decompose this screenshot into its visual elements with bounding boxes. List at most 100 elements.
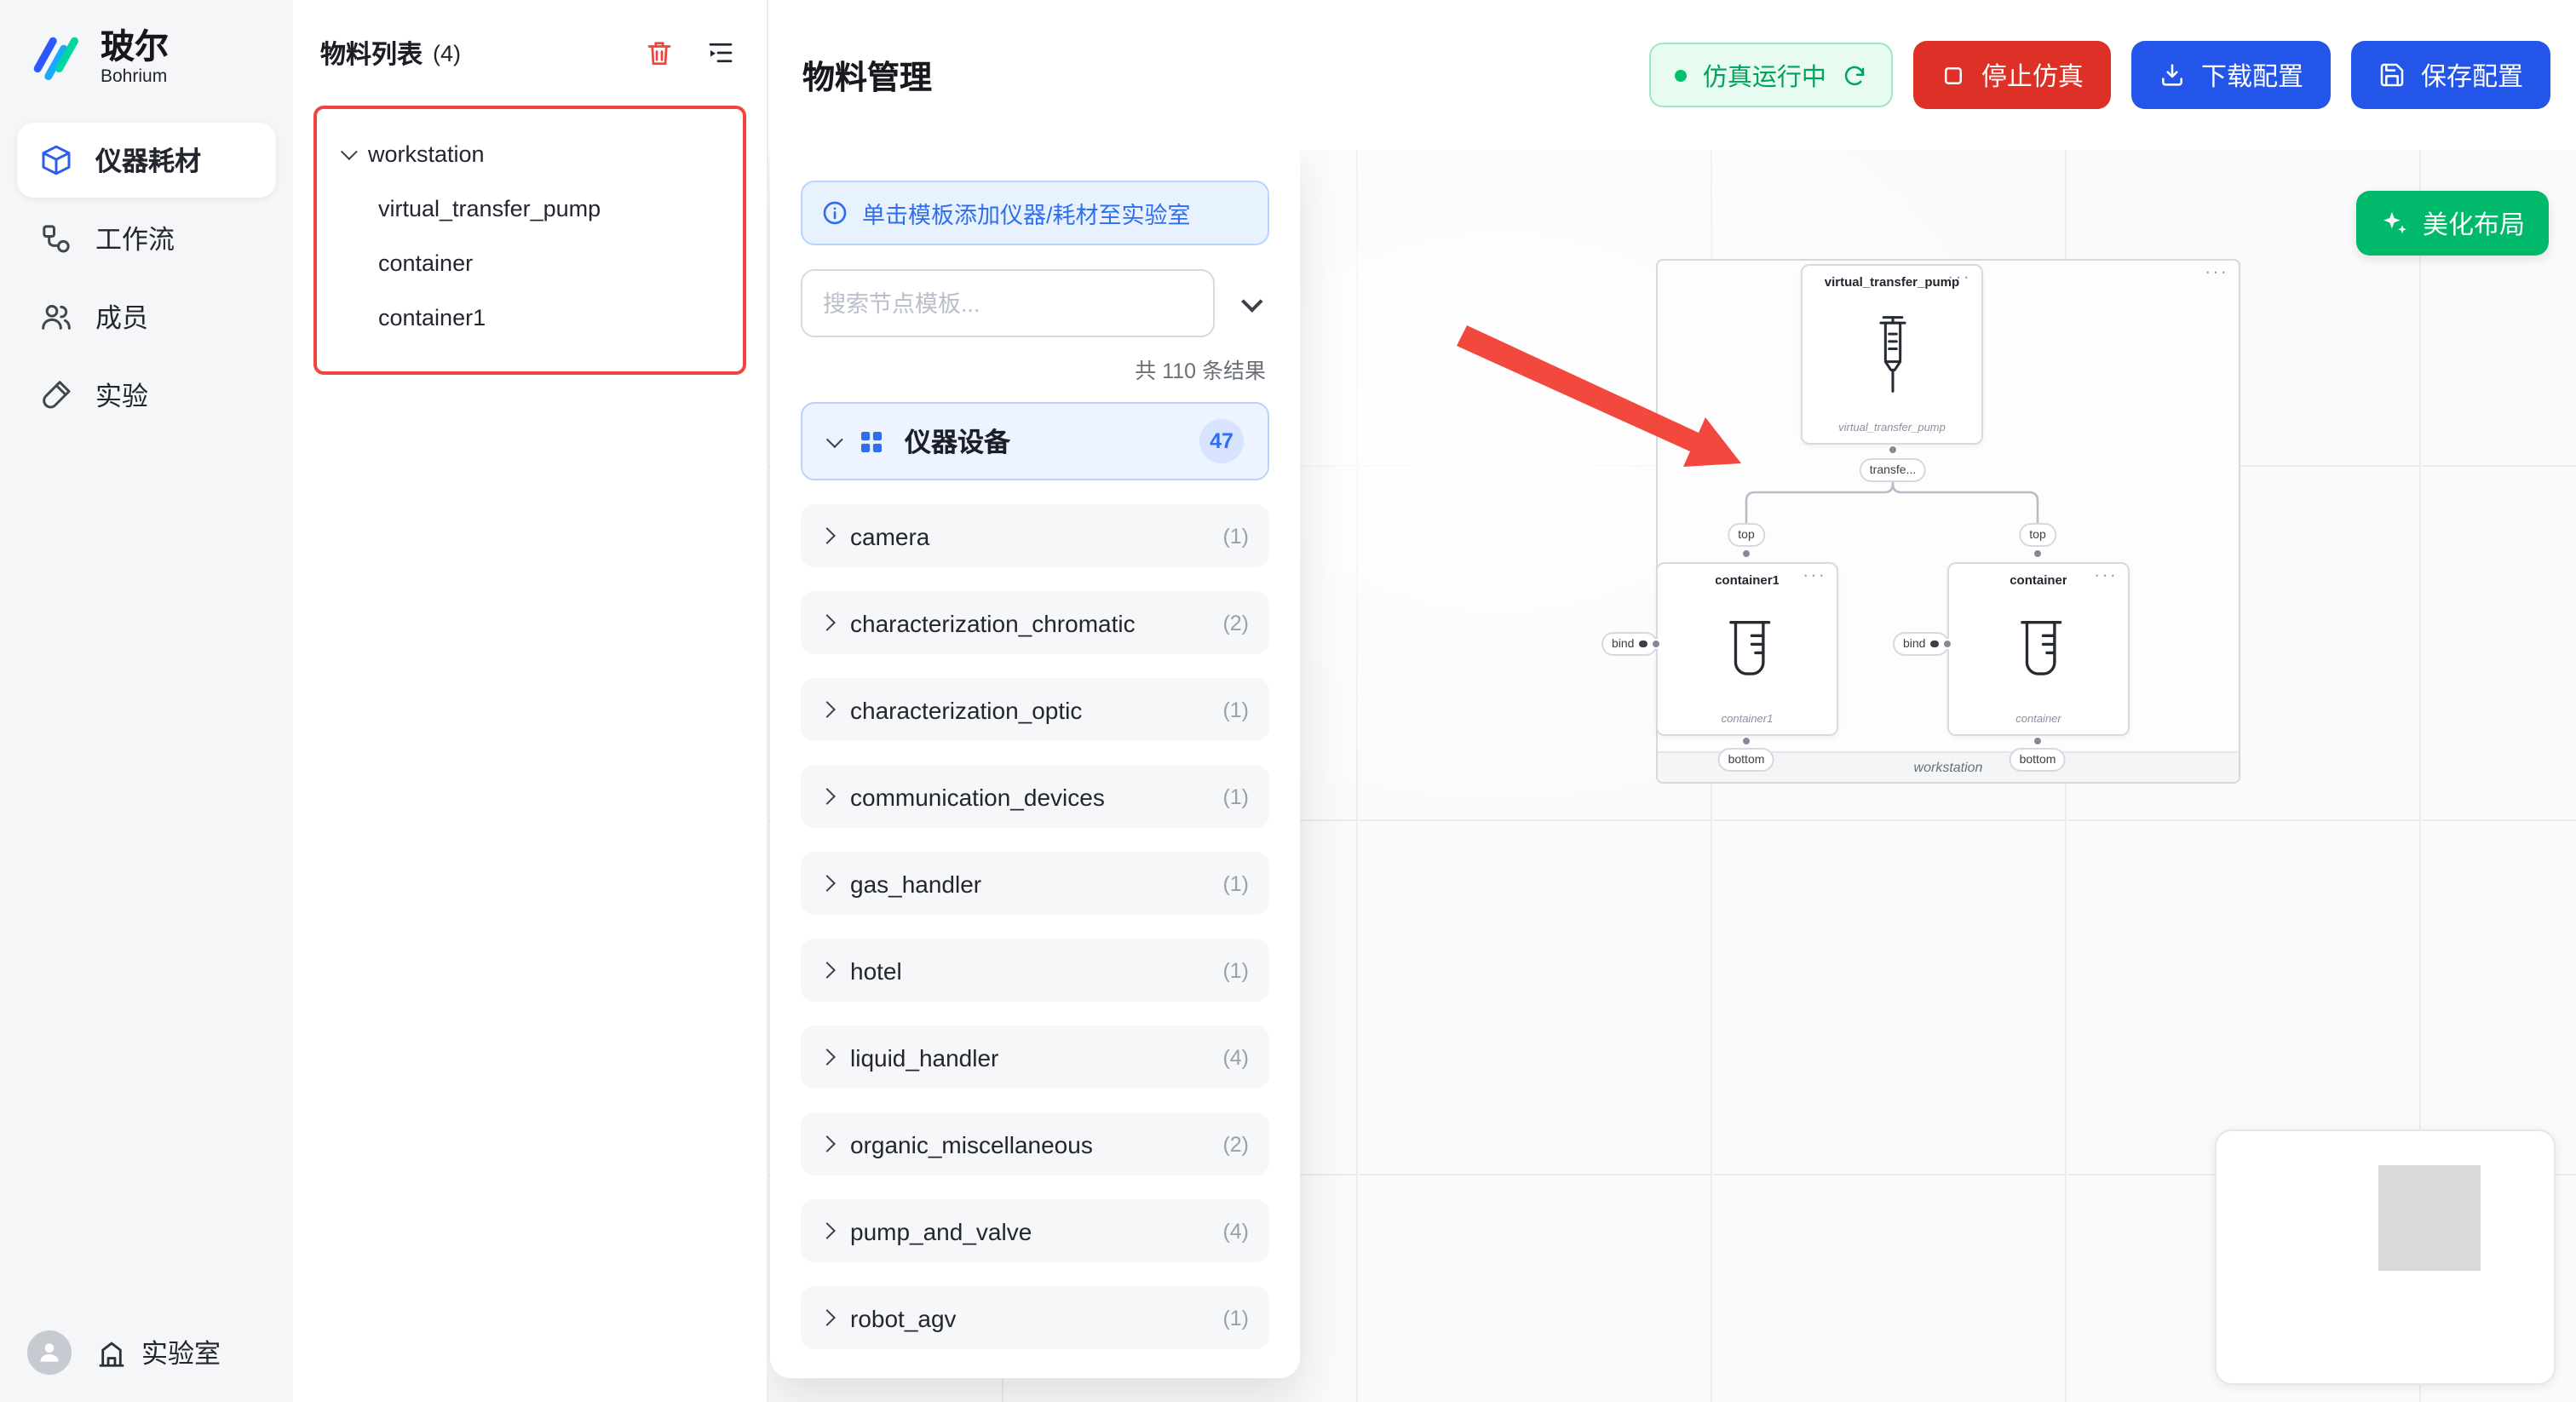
- category-label: robot_agv: [850, 1304, 957, 1331]
- category-label: camera: [850, 522, 930, 549]
- tree-node-label: container: [378, 250, 474, 275]
- brand-text: 玻尔 Bohrium: [101, 28, 169, 87]
- port-dot[interactable]: [1741, 736, 1751, 746]
- tree-node-label: workstation: [368, 141, 485, 166]
- port-dot[interactable]: [2033, 736, 2043, 746]
- category-label: pump_and_valve: [850, 1217, 1032, 1244]
- category-count: (1): [1222, 698, 1249, 721]
- sidebar-item-label: 成员: [95, 305, 149, 334]
- tree-node-label: container1: [378, 304, 486, 330]
- category-row-liquid-handler[interactable]: liquid_handler (4): [801, 1026, 1269, 1089]
- category-row-robot-agv[interactable]: robot_agv (1): [801, 1286, 1269, 1349]
- port-dot[interactable]: [1651, 639, 1661, 649]
- port-label-top: top: [1728, 523, 1765, 547]
- status-dot: [1675, 69, 1688, 81]
- node-container[interactable]: container ··· container: [1947, 562, 2130, 736]
- user-avatar[interactable]: [27, 1330, 72, 1375]
- port-dot[interactable]: [2033, 549, 2043, 559]
- more-options-icon[interactable]: ···: [1803, 566, 1826, 586]
- stop-icon: [1944, 66, 1962, 83]
- node-caption: virtual_transfer_pump: [1838, 422, 1946, 434]
- port-label-bind: bind: [1601, 632, 1658, 656]
- template-panel: 单击模板添加仪器/耗材至实验室 共 110 条结果 仪器设备: [770, 150, 1300, 1378]
- search-row: [801, 269, 1269, 337]
- category-row-characterization-optic[interactable]: characterization_optic (1): [801, 678, 1269, 741]
- tree-node-container1[interactable]: container1: [331, 290, 729, 344]
- port-label-bottom: bottom: [2009, 748, 2067, 772]
- minimap[interactable]: [2215, 1129, 2556, 1385]
- sidebar-item-label: 工作流: [95, 227, 175, 256]
- category-row-organic-miscellaneous[interactable]: organic_miscellaneous (2): [801, 1112, 1269, 1175]
- node-title: container1: [1715, 572, 1780, 588]
- category-row-hotel[interactable]: hotel (1): [801, 939, 1269, 1002]
- port-dot[interactable]: [1741, 549, 1751, 559]
- sidebar: 玻尔 Bohrium 仪器耗材 工作流 成员 实验: [0, 0, 293, 1402]
- group-header-equipment[interactable]: 仪器设备 47: [801, 402, 1269, 480]
- node-container1[interactable]: container1 ··· container1: [1656, 562, 1838, 736]
- chevron-right-icon: [819, 1222, 836, 1239]
- results-count: 共 110 条结果: [1135, 359, 1266, 383]
- sidebar-item-equipment[interactable]: 仪器耗材: [17, 123, 276, 198]
- category-label: communication_devices: [850, 783, 1105, 810]
- collapse-list-button[interactable]: [702, 34, 739, 72]
- download-config-label: 下载配置: [2200, 62, 2303, 91]
- download-config-button[interactable]: 下载配置: [2130, 41, 2331, 109]
- more-options-icon[interactable]: ···: [2094, 566, 2118, 586]
- brand-logo[interactable]: 玻尔 Bohrium: [17, 24, 276, 123]
- chevron-right-icon: [819, 1309, 836, 1326]
- sidebar-item-workflow[interactable]: 工作流: [17, 201, 276, 276]
- lab-building-icon: [99, 1341, 124, 1366]
- simulation-status-label: 仿真运行中: [1702, 64, 1826, 91]
- port-dot[interactable]: [1888, 445, 1898, 455]
- brand-name: 玻尔: [101, 28, 169, 66]
- materials-tree-highlight: workstation virtual_transfer_pump contai…: [313, 106, 746, 375]
- category-row-characterization-chromatic[interactable]: characterization_chromatic (2): [801, 591, 1269, 654]
- stop-simulation-button[interactable]: 停止仿真: [1912, 41, 2111, 109]
- simulation-status-pill[interactable]: 仿真运行中: [1649, 43, 1893, 107]
- more-options-icon[interactable]: ···: [1947, 267, 1971, 288]
- category-count: (1): [1222, 524, 1249, 548]
- brand-subtitle: Bohrium: [101, 66, 168, 87]
- tree-node-container[interactable]: container: [331, 235, 729, 290]
- category-label: gas_handler: [850, 870, 982, 897]
- topbar: 物料管理 仿真运行中 停止仿真 下载配置: [768, 0, 2576, 150]
- category-count: (4): [1222, 1045, 1249, 1069]
- sidebar-item-experiments[interactable]: 实验: [17, 358, 276, 433]
- beautify-layout-button[interactable]: 美化布局: [2355, 191, 2549, 256]
- refresh-icon[interactable]: [1842, 62, 1867, 88]
- chevron-down-icon: [340, 142, 358, 160]
- chevron-down-icon: [825, 430, 843, 448]
- category-row-pump-and-valve[interactable]: pump_and_valve (4): [801, 1199, 1269, 1262]
- package-icon: [42, 145, 71, 175]
- lab-link[interactable]: 实验室: [95, 1334, 221, 1371]
- save-config-button[interactable]: 保存配置: [2350, 41, 2550, 109]
- sidebar-item-members[interactable]: 成员: [17, 279, 276, 354]
- chevron-right-icon: [819, 1135, 836, 1152]
- category-count: (1): [1222, 871, 1249, 895]
- category-row-camera[interactable]: camera (1): [801, 504, 1269, 567]
- tree-node-workstation[interactable]: workstation: [331, 126, 729, 181]
- node-title: container: [2010, 572, 2067, 588]
- workspace: ··· workstation virtual_transfer_pump ··…: [768, 150, 2576, 1402]
- materials-actions: [641, 34, 739, 72]
- chevron-right-icon: [819, 788, 836, 805]
- more-options-icon[interactable]: ···: [2205, 262, 2228, 283]
- search-input[interactable]: [801, 269, 1215, 337]
- delete-button[interactable]: [641, 34, 678, 72]
- node-caption: container1: [1721, 714, 1774, 726]
- sidebar-item-label: 仪器耗材: [95, 148, 202, 177]
- category-label: characterization_optic: [850, 696, 1083, 723]
- trash-icon: [647, 42, 671, 66]
- category-count: (4): [1222, 1219, 1249, 1243]
- tree-node-virtual-transfer-pump[interactable]: virtual_transfer_pump: [331, 181, 729, 235]
- chevron-right-icon: [819, 527, 836, 544]
- category-row-gas-handler[interactable]: gas_handler (1): [801, 852, 1269, 915]
- node-virtual-transfer-pump[interactable]: virtual_transfer_pump ··· virtual_transf…: [1801, 264, 1983, 445]
- port-dot[interactable]: [1942, 639, 1952, 649]
- category-row-communication-devices[interactable]: communication_devices (1): [801, 765, 1269, 828]
- sidebar-footer: 实验室: [17, 1320, 276, 1382]
- expand-all-button[interactable]: [1228, 269, 1269, 337]
- collapse-list-icon: [709, 43, 733, 63]
- category-label: liquid_handler: [850, 1043, 999, 1071]
